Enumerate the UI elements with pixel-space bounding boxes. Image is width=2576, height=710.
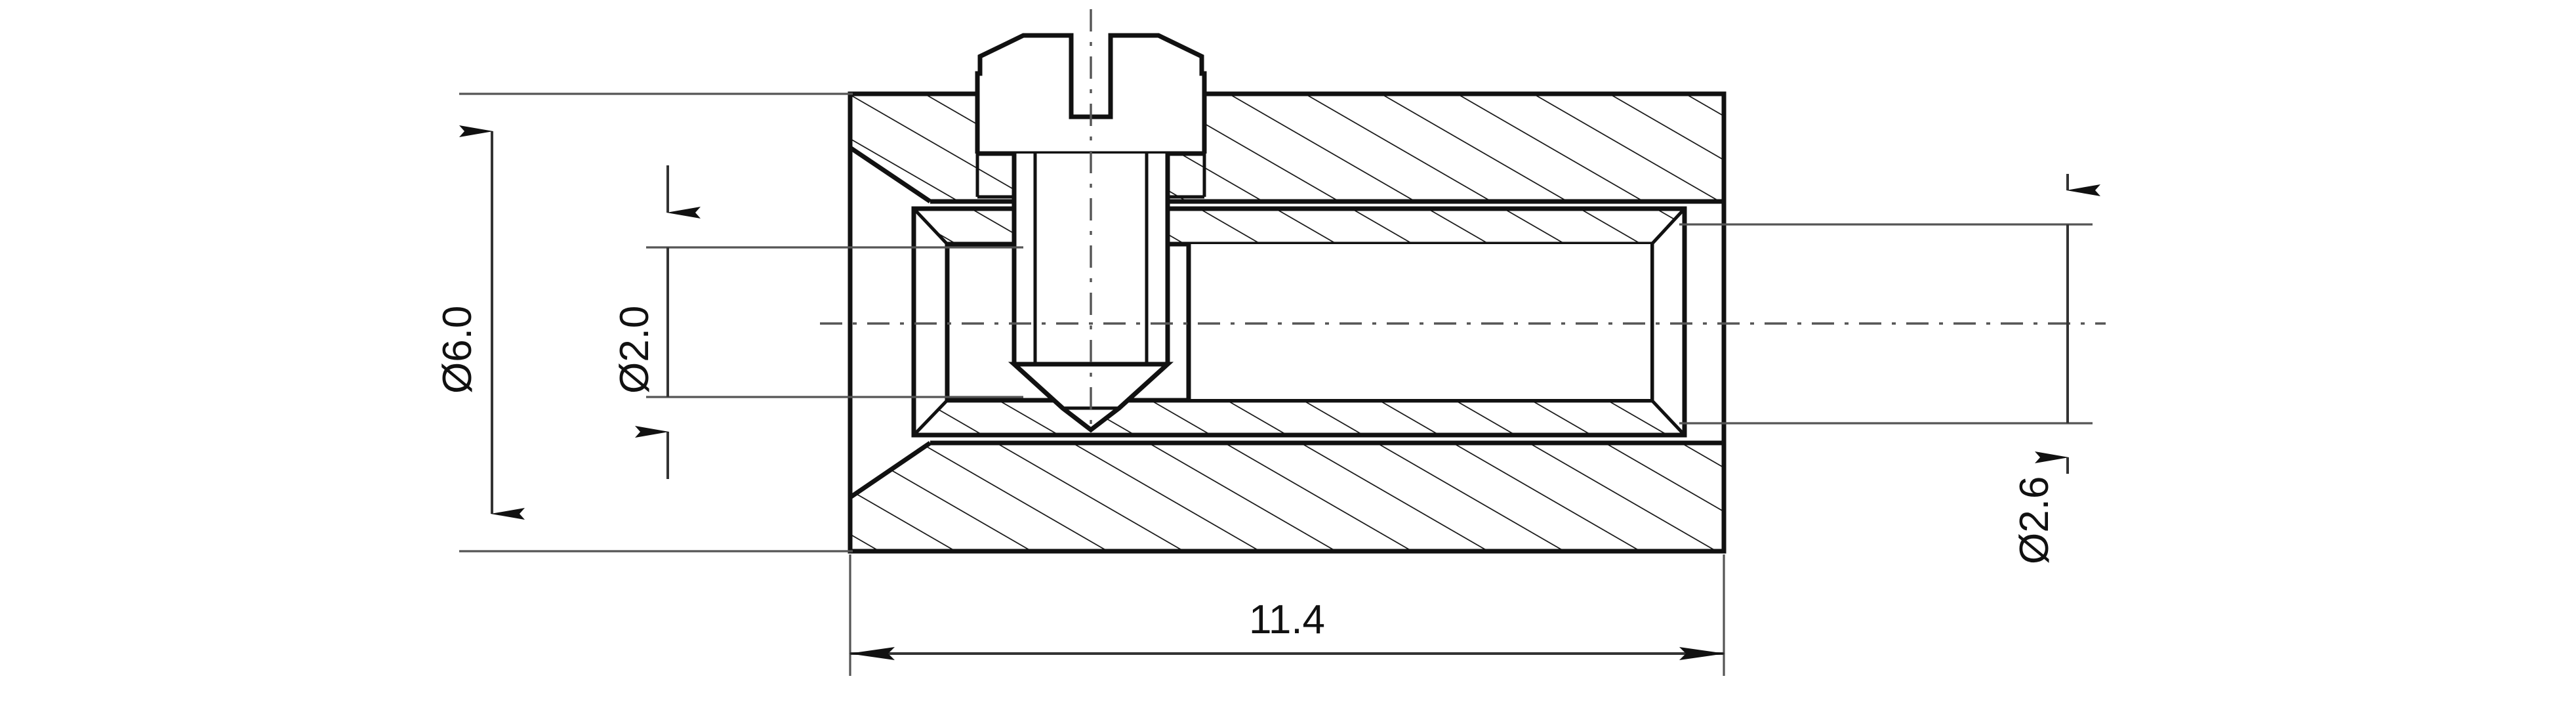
bore-corner-br [1650, 399, 1686, 436]
housing-outer-profile [848, 91, 1727, 554]
dimension-screw-diameter: Ø2.0 [612, 165, 1023, 479]
dim-label-screw-diameter: Ø2.0 [612, 306, 657, 394]
axial-cavity [1186, 244, 1650, 399]
dimension-overall-length: 11.4 [849, 554, 1725, 676]
dim-label-outer-diameter: Ø6.0 [435, 306, 480, 394]
dim-label-overall-length: 11.4 [1249, 597, 1325, 642]
dimension-bore-diameter: Ø2.6 [1679, 174, 2100, 564]
chamfer-top-left [849, 146, 931, 203]
dim-label-bore-diameter: Ø2.6 [2012, 476, 2057, 564]
lower-wall-hatch-outer [850, 443, 1724, 551]
dimension-outer-diameter: Ø6.0 [435, 93, 853, 553]
lower-wall-hatch-inner [914, 400, 1685, 435]
bore-corner-tl [912, 207, 949, 245]
screw-conical-point [1008, 362, 1174, 433]
chamfer-bottom-left [849, 441, 931, 499]
bore-corner-tr [1650, 207, 1686, 245]
bore-corner-bl [912, 399, 949, 436]
cavity-fill [1189, 244, 1650, 399]
